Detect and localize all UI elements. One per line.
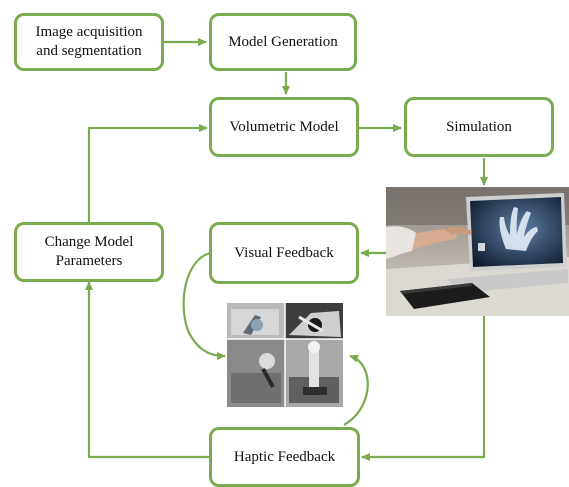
node-visual-feedback: Visual Feedback (209, 222, 359, 284)
node-haptic-feedback-label: Haptic Feedback (233, 448, 336, 465)
arrow-visual-feedback-to-device (182, 251, 226, 360)
node-change-model-parameters: Change Model Parameters (14, 222, 164, 282)
node-change-model-parameters-label: Change Model Parameters (44, 234, 134, 269)
node-model-generation: Model Generation (209, 13, 357, 71)
node-volumetric-model-label: Volumetric Model (229, 118, 339, 135)
node-visual-feedback-label: Visual Feedback (234, 244, 334, 261)
node-simulation-label: Simulation (446, 118, 512, 135)
node-model-generation-label: Model Generation (228, 33, 338, 50)
arrow-change-parameters-to-volumetric (87, 124, 208, 222)
haptic-device-photo (227, 303, 343, 407)
arrow-photo-to-haptic-feedback (361, 316, 486, 461)
node-simulation: Simulation (404, 97, 554, 157)
node-haptic-feedback: Haptic Feedback (209, 427, 360, 487)
node-image-acquisition-label: Image acquisition and segmentation (35, 24, 143, 59)
arrow-haptic-to-change-parameters (85, 281, 209, 459)
node-image-acquisition: Image acquisition and segmentation (14, 13, 164, 71)
laptop-hand-simulation-photo (386, 187, 569, 316)
arrow-haptic-feedback-to-device (343, 354, 369, 426)
node-volumetric-model: Volumetric Model (209, 97, 359, 157)
